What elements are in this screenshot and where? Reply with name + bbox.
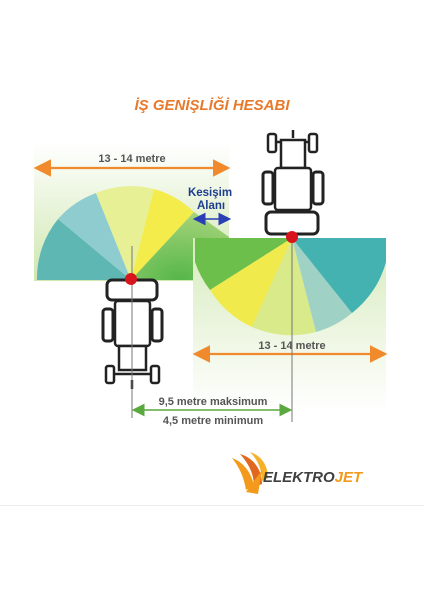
overlap-label-line1: Kesişim (188, 187, 232, 199)
left-width-label: 13 - 14 metre (98, 153, 165, 165)
brand-part1: ELEKTRO (263, 469, 335, 486)
brand-wordmark: ELEKTROJET (263, 469, 364, 486)
tractor-right-icon (261, 130, 325, 236)
right-nozzle-dot-icon (286, 231, 298, 243)
diagram-title: İŞ GENİŞLİĞİ HESABI (134, 96, 290, 114)
distance-max-label: 9,5 metre maksimum (159, 396, 268, 408)
bottom-band (0, 505, 424, 601)
elektrojet-logo-icon (232, 452, 268, 494)
left-nozzle-dot-icon (125, 273, 137, 285)
right-spray-fan (195, 238, 386, 336)
brand-part2: JET (335, 469, 364, 486)
overlap-label-line2: Alanı (197, 200, 225, 212)
distance-min-label: 4,5 metre minimum (163, 415, 263, 427)
